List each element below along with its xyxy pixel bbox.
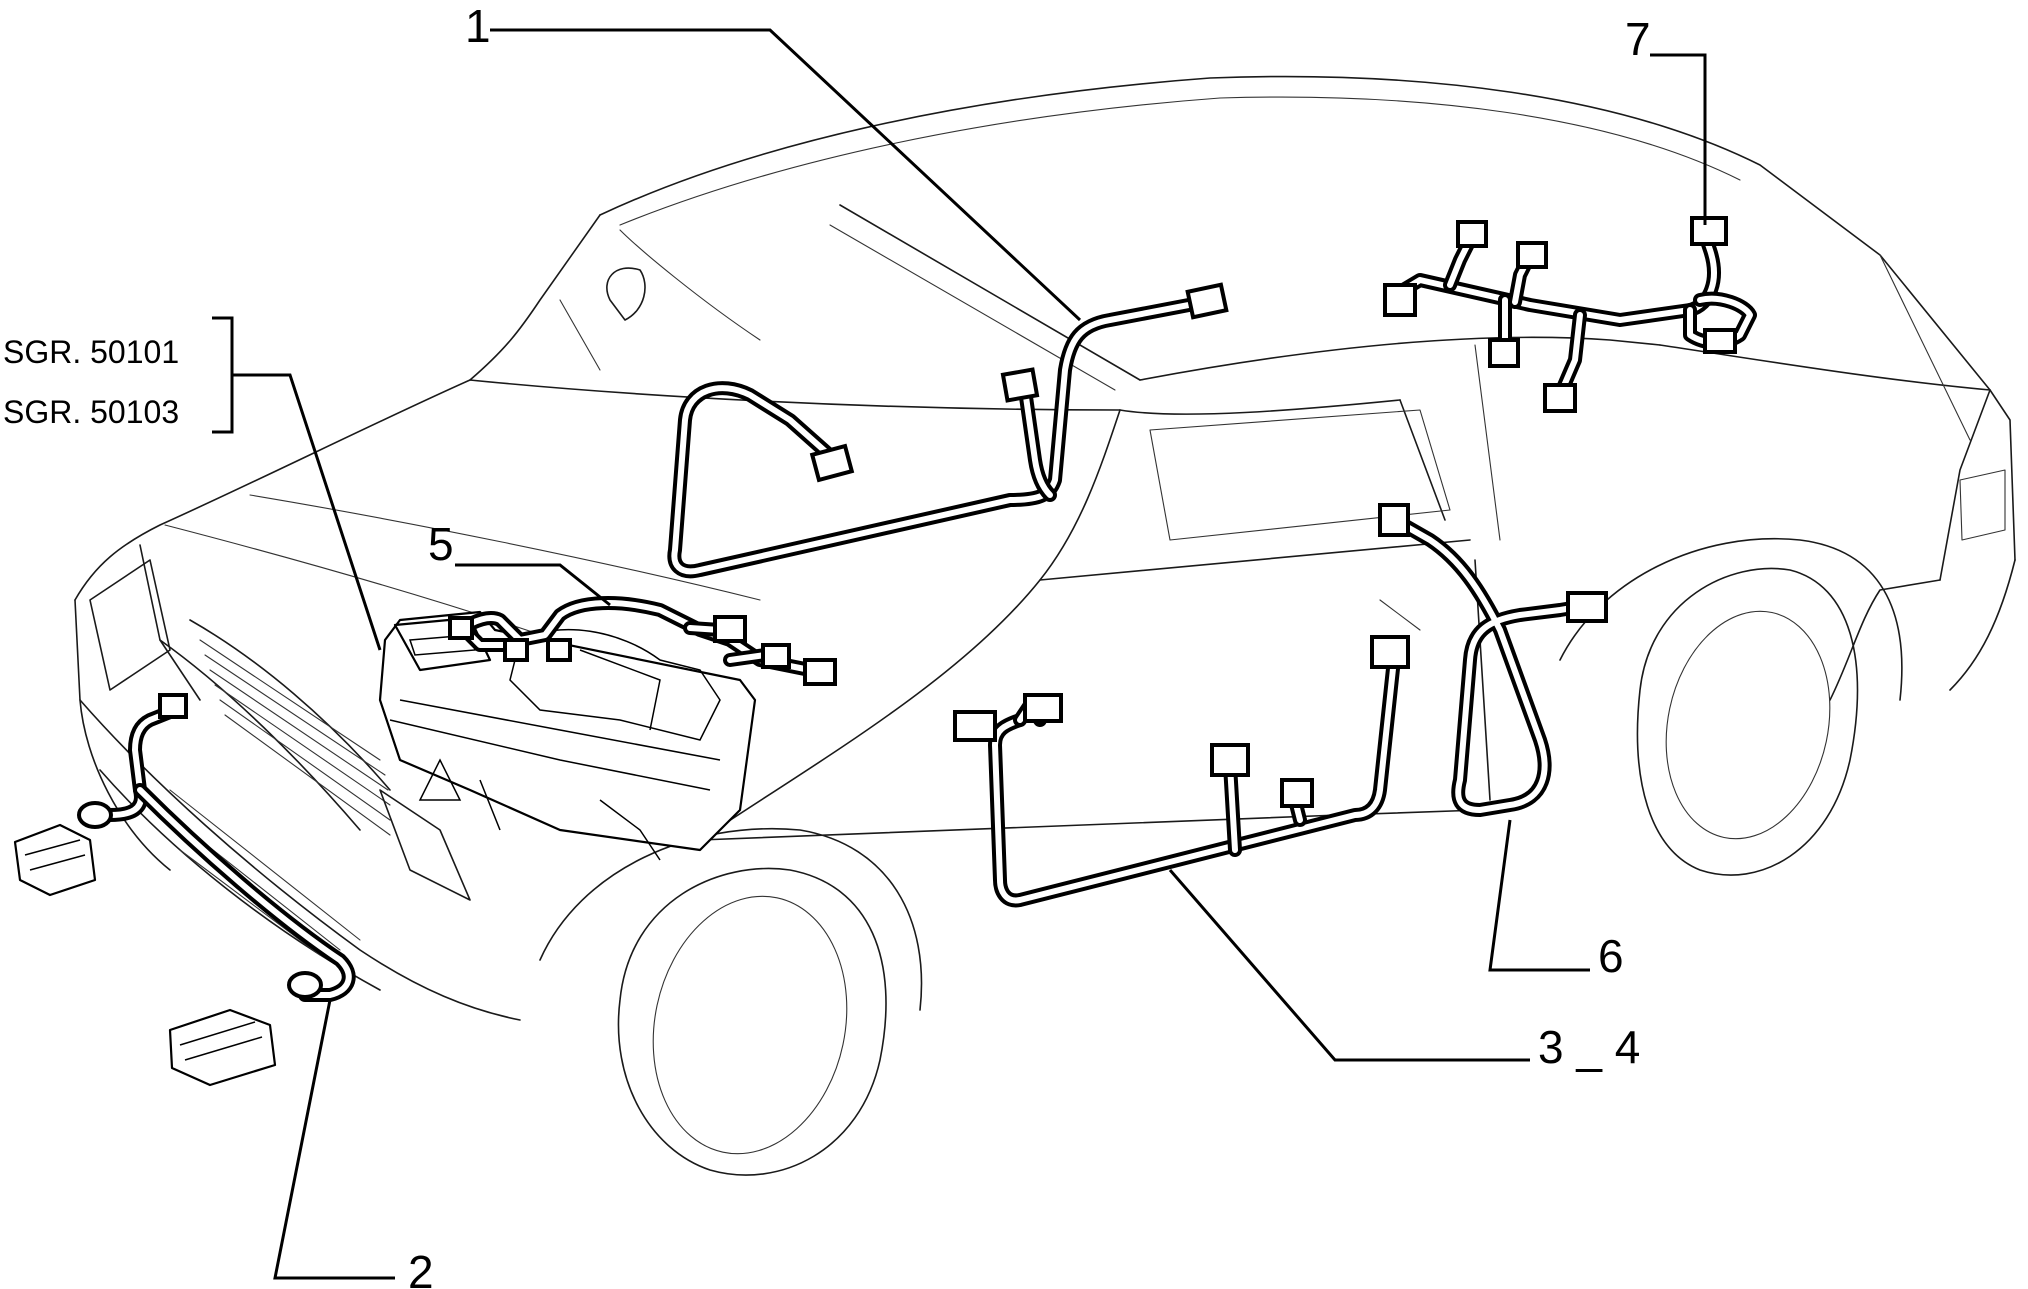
connector <box>1516 241 1548 269</box>
harness-1 <box>667 282 1229 579</box>
reference-sgr-50103: SGR. 50103 <box>3 394 179 430</box>
reference-sgr-50101: SGR. 50101 <box>3 334 179 370</box>
callout-2: 2 <box>408 1246 434 1289</box>
connector <box>1210 743 1250 777</box>
callout-7: 7 <box>1625 13 1651 65</box>
connector <box>1378 503 1410 537</box>
callout-3-4: 3 _ 4 <box>1538 1021 1640 1073</box>
connector <box>1000 367 1040 403</box>
connector <box>1703 328 1737 354</box>
connector <box>158 693 188 719</box>
connector <box>1690 216 1728 246</box>
leader-lines <box>212 28 1707 1280</box>
connector <box>953 710 997 742</box>
callout-1: 1 <box>465 0 491 52</box>
callout-5: 5 <box>428 518 454 570</box>
front-sensor-lower <box>168 1008 277 1087</box>
car-body-outline <box>74 75 2016 1176</box>
front-sensor-upper <box>13 823 97 897</box>
connector <box>803 658 837 686</box>
connector <box>1383 283 1417 317</box>
connector <box>287 971 323 999</box>
connector <box>1566 591 1608 623</box>
connector <box>809 443 855 483</box>
connector <box>713 615 747 643</box>
harness-7 <box>1383 216 1757 413</box>
harness-6 <box>1378 503 1608 817</box>
connector <box>1488 338 1520 368</box>
connector <box>761 643 791 669</box>
connector <box>1543 383 1577 413</box>
front-wheel <box>539 828 923 1176</box>
harness-5 <box>448 596 837 686</box>
connector <box>1023 693 1063 723</box>
connector <box>448 616 474 640</box>
connector <box>1185 282 1229 320</box>
harness-3-4 <box>953 635 1410 908</box>
connector <box>546 638 572 662</box>
connector <box>1456 220 1488 248</box>
harness-2 <box>77 693 356 1002</box>
connector <box>1370 635 1410 669</box>
connector <box>503 638 529 662</box>
connector <box>1280 778 1314 808</box>
callout-6: 6 <box>1598 930 1624 982</box>
connector <box>77 801 113 829</box>
grille <box>199 639 391 836</box>
rear-wheel <box>1559 538 1903 876</box>
